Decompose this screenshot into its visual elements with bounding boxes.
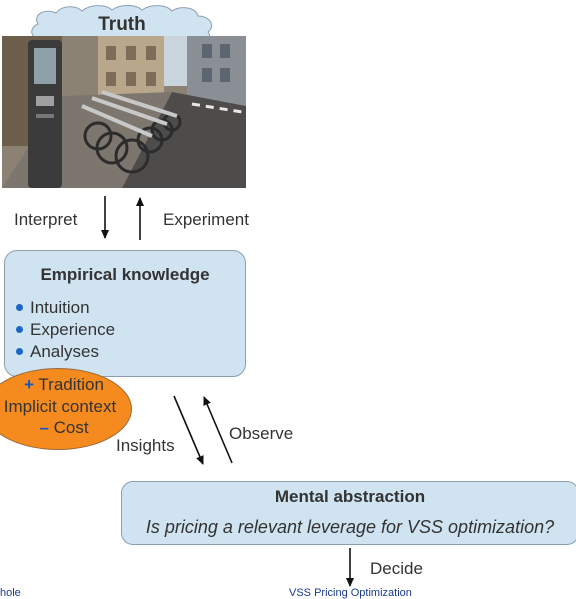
footer-left-text: hole <box>0 587 21 599</box>
empirical-knowledge-title: Empirical knowledge <box>40 265 210 284</box>
interpret-label: Interpret <box>14 210 78 229</box>
observe-arrow <box>203 396 233 464</box>
footer-title: VSS Pricing Optimization <box>289 587 412 599</box>
bullet-icon <box>16 304 23 311</box>
list-item: Analyses <box>16 341 115 363</box>
decide-label: Decide <box>370 559 423 578</box>
tradition-line: + Tradition <box>24 375 104 394</box>
context-ellipse <box>0 368 132 450</box>
cloud-title: Truth <box>98 14 146 35</box>
observe-label: Observe <box>229 424 294 443</box>
mental-abstraction-question: Is pricing a relevant leverage for VSS o… <box>145 517 555 537</box>
mental-abstraction-box <box>121 481 576 545</box>
bullet-icon <box>16 348 23 355</box>
bullet-icon <box>16 326 23 333</box>
empirical-knowledge-list: Intuition Experience Analyses <box>16 297 115 363</box>
empirical-knowledge-box <box>4 250 246 377</box>
bike-station-photo <box>2 36 246 188</box>
experiment-label: Experiment <box>163 210 249 229</box>
insights-label: Insights <box>116 436 175 455</box>
implicit-context-line: Implicit context <box>3 397 117 416</box>
list-item: Intuition <box>16 297 115 319</box>
mental-abstraction-title: Mental abstraction <box>274 487 426 506</box>
insights-arrow <box>173 395 204 465</box>
list-item: Experience <box>16 319 115 341</box>
cost-line: – Cost <box>39 418 89 437</box>
